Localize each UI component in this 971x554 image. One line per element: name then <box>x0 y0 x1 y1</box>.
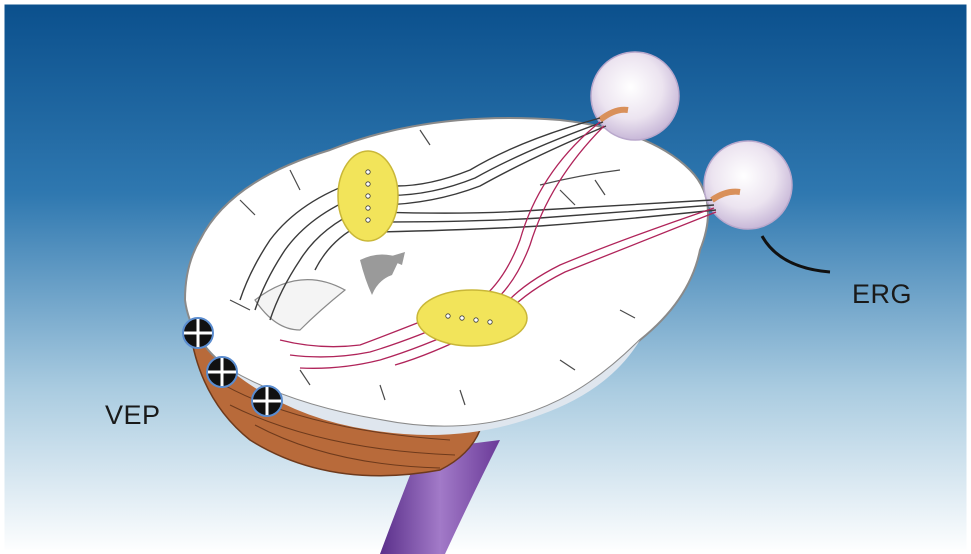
lgn-right <box>417 290 527 346</box>
vep-label: VEP <box>105 400 161 431</box>
electrode-cross-icon <box>207 357 237 387</box>
electrode-cross-icon <box>183 318 213 348</box>
electrode-cross-icon <box>252 386 282 416</box>
erg-label: ERG <box>852 279 912 310</box>
